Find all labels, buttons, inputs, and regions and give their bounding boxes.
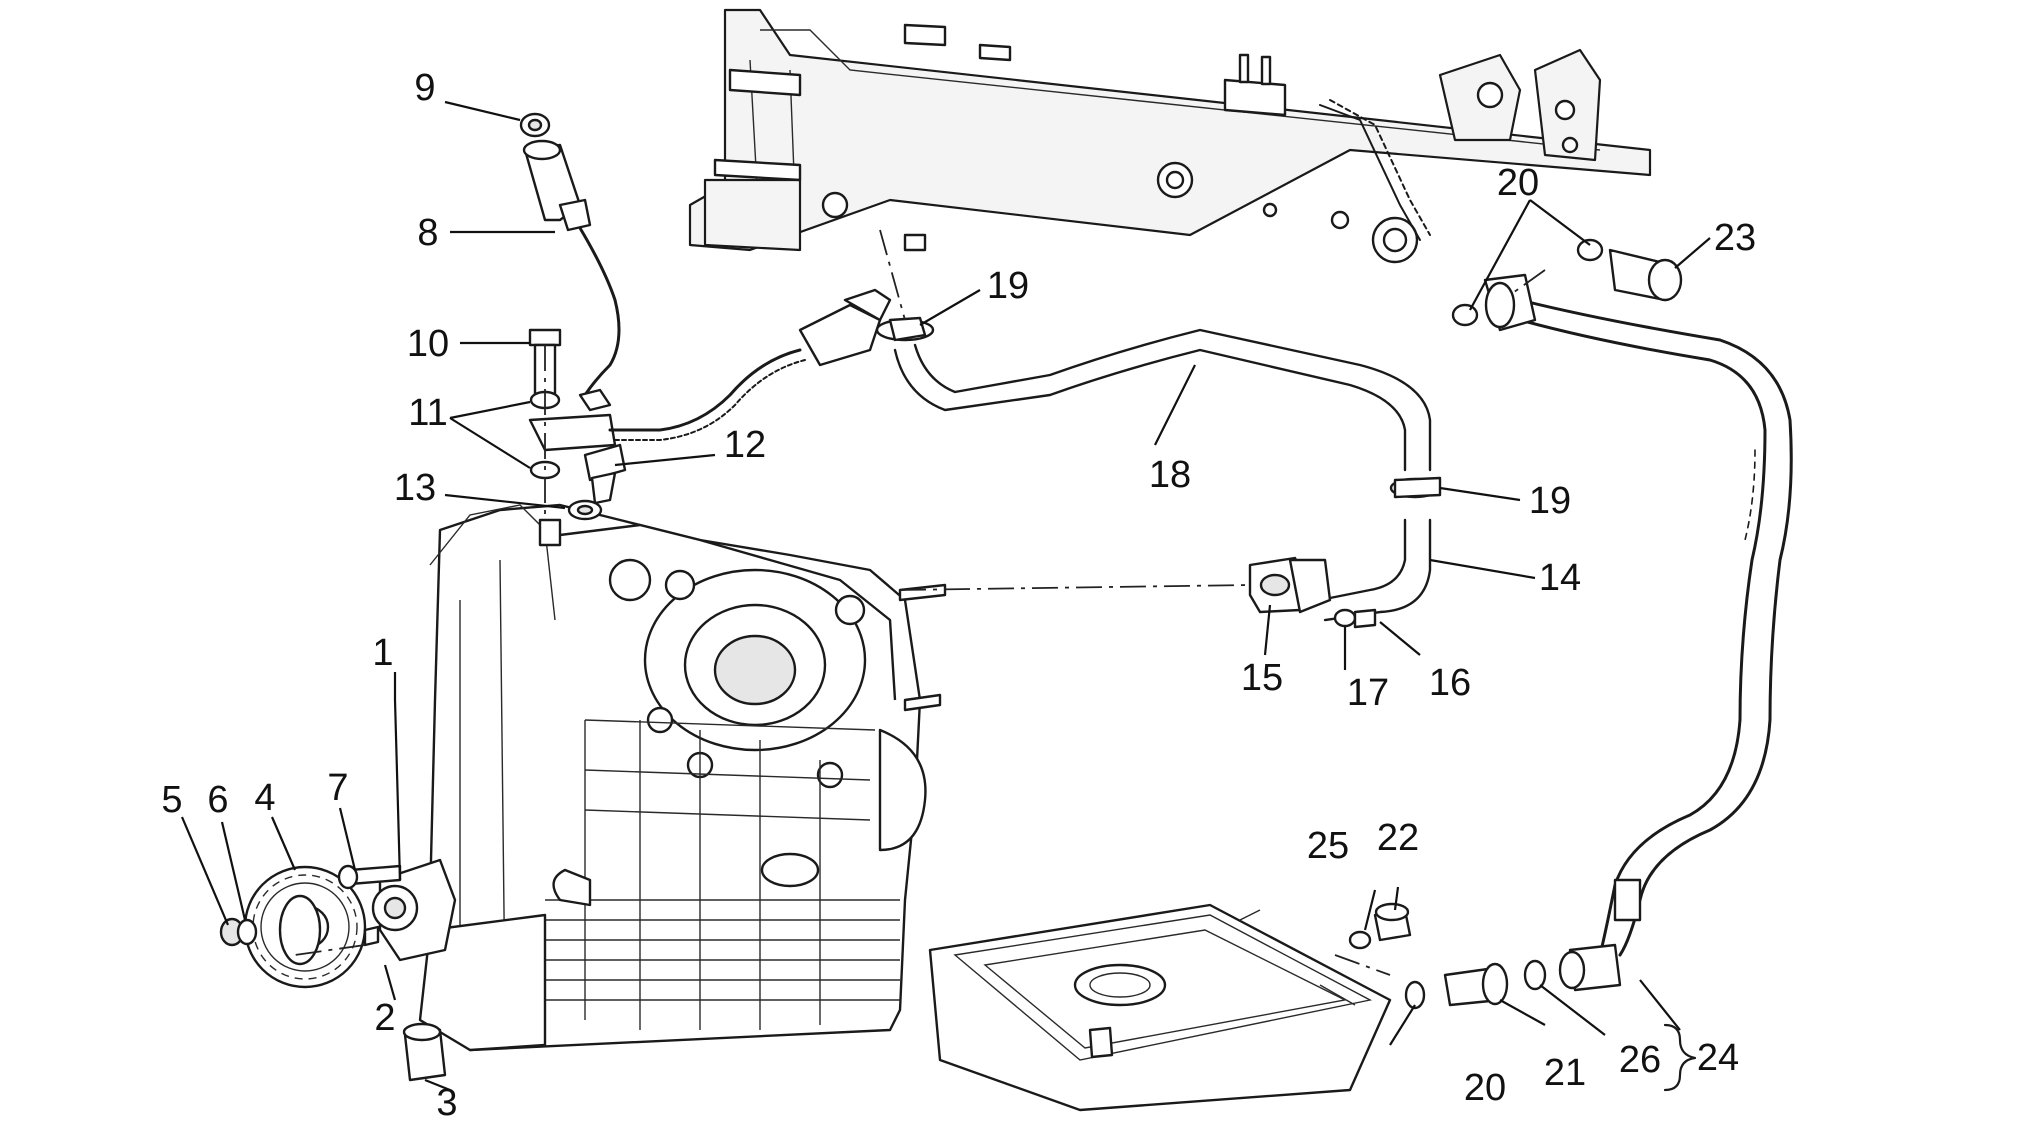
oil-hose <box>1404 238 1793 1010</box>
callout-17: 17 <box>1347 672 1389 714</box>
callout-19-upper: 19 <box>987 265 1029 307</box>
leader-lines <box>180 100 1711 1092</box>
callout-20-upper: 20 <box>1497 162 1539 204</box>
callout-20-lower: 20 <box>1464 1067 1506 1109</box>
callout-5: 5 <box>161 779 182 821</box>
callout-7: 7 <box>327 767 348 809</box>
callout-4: 4 <box>254 777 275 819</box>
callout-19-lower: 19 <box>1529 480 1571 522</box>
centre-lines <box>294 229 1546 976</box>
callout-26: 26 <box>1619 1039 1661 1081</box>
callout-12: 12 <box>724 424 766 466</box>
callout-22: 22 <box>1377 817 1419 859</box>
callout-1: 1 <box>372 632 393 674</box>
callout-24: 24 <box>1697 1037 1739 1079</box>
breather-hose <box>875 316 1442 629</box>
oil-pump-group <box>219 858 457 1082</box>
callout-11: 11 <box>408 392 447 434</box>
callout-18: 18 <box>1149 454 1191 496</box>
callout-23: 23 <box>1714 217 1756 259</box>
callout-3: 3 <box>436 1082 457 1122</box>
callout-21: 21 <box>1544 1052 1586 1094</box>
oil-sump <box>928 902 1412 1112</box>
callout-labels: 1 2 3 4 5 6 7 8 9 10 11 12 13 14 15 16 1… <box>161 67 1756 1122</box>
callout-9: 9 <box>414 67 435 109</box>
callout-16: 16 <box>1429 662 1471 704</box>
callout-6: 6 <box>207 779 228 821</box>
callout-2: 2 <box>374 997 395 1039</box>
callout-15: 15 <box>1241 657 1283 699</box>
callout-25: 25 <box>1307 825 1349 867</box>
frame-tube <box>688 8 1652 264</box>
pressure-switch-group <box>519 112 892 521</box>
callout-14: 14 <box>1539 557 1581 599</box>
callout-13: 13 <box>394 467 436 509</box>
crankcase <box>418 503 947 1052</box>
callout-8: 8 <box>417 212 438 254</box>
callout-10: 10 <box>407 323 449 365</box>
